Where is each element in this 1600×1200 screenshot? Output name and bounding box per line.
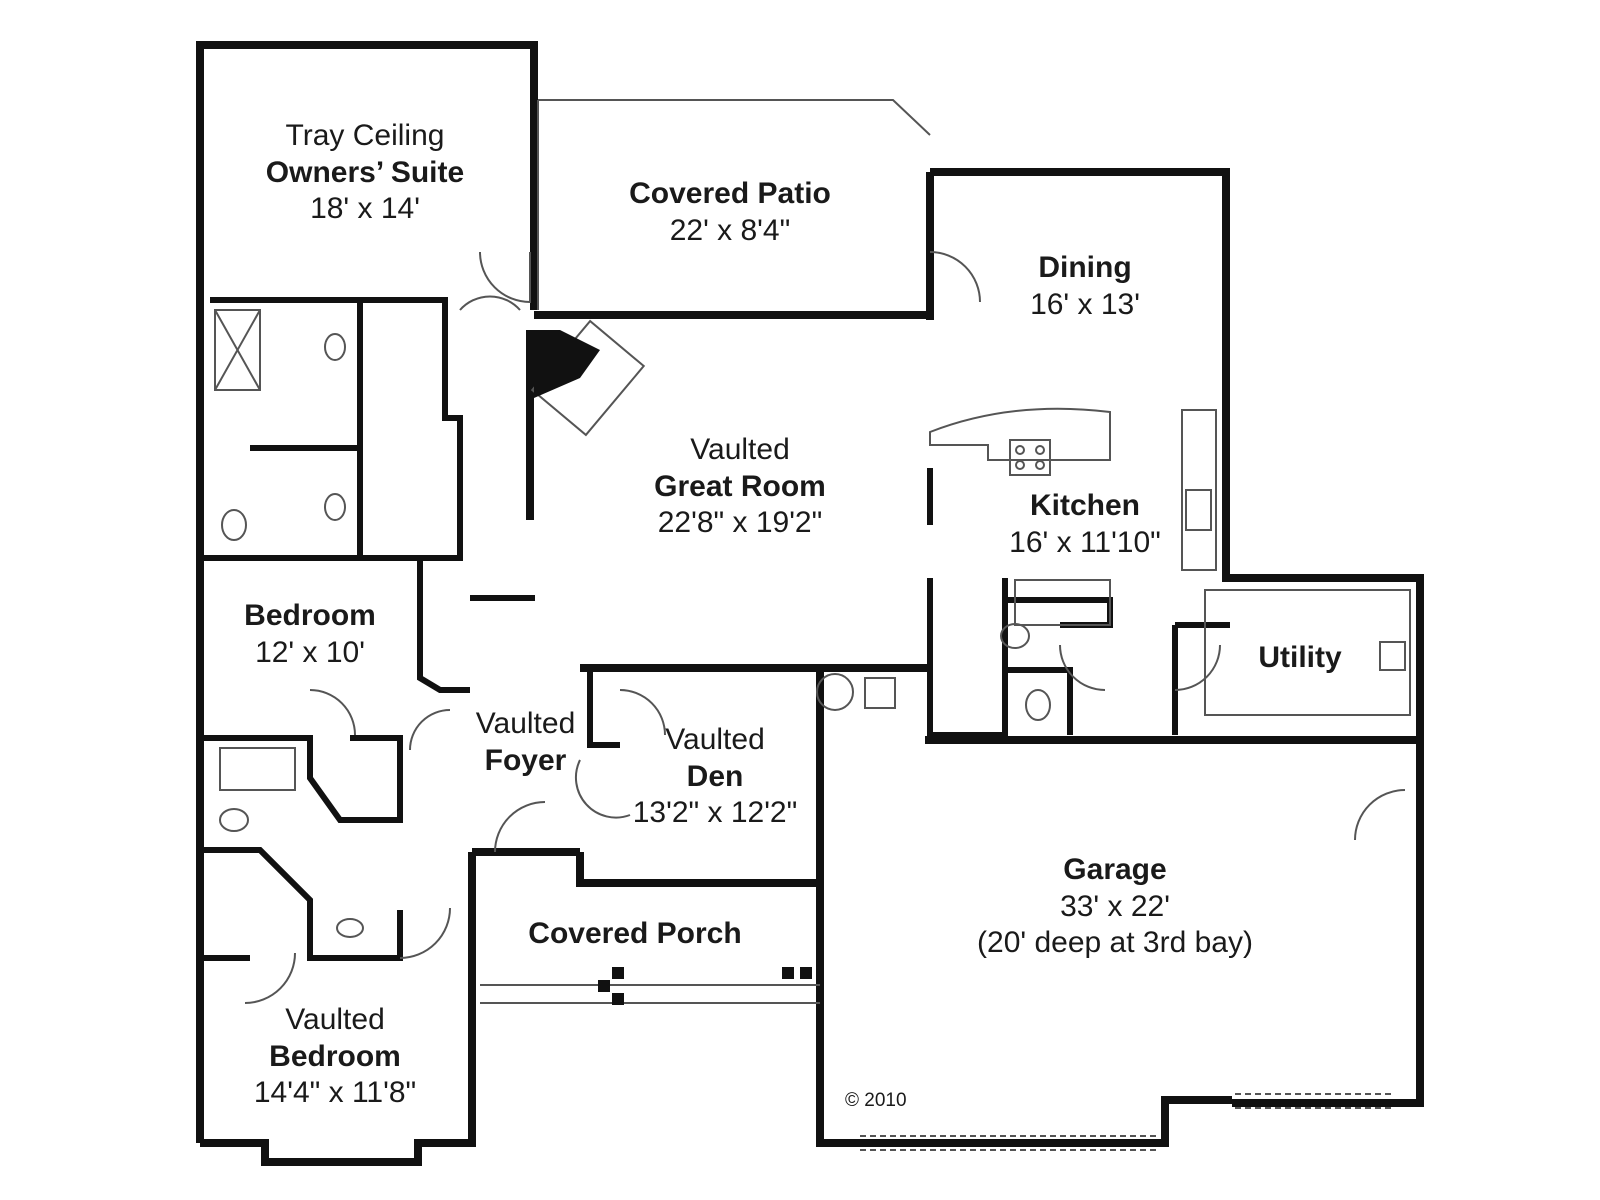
vaulted-bedroom-note: Vaulted	[285, 1003, 385, 1036]
bedroom-size: 12' x 10'	[255, 635, 365, 669]
bedroom-label: Bedroom 12' x 10'	[225, 598, 395, 671]
owners-suite-note: Tray Ceiling	[285, 119, 445, 152]
kitchen-size: 16' x 11'10"	[1009, 525, 1161, 559]
garage-note: (20' deep at 3rd bay)	[977, 926, 1253, 960]
foyer-label: Vaulted Foyer	[468, 706, 583, 779]
foyer-note: Vaulted	[475, 707, 576, 740]
owners-suite-size: 18' x 14'	[310, 192, 420, 226]
den-size: 13'2" x 12'2"	[632, 796, 798, 830]
great-room-name: Great Room	[654, 469, 826, 503]
interior-walls	[200, 297, 1230, 961]
door-swings	[244, 251, 1406, 1004]
great-room-size: 22'8" x 19'2"	[657, 506, 823, 540]
garage-name: Garage	[1063, 853, 1167, 886]
bedroom-name: Bedroom	[244, 599, 376, 632]
covered-porch-label: Covered Porch	[510, 916, 760, 953]
garage-size: 33' x 22'	[1060, 889, 1170, 923]
utility-name: Utility	[1258, 641, 1342, 674]
covered-patio-size: 22' x 8'4"	[669, 213, 791, 247]
foyer-name: Foyer	[484, 743, 567, 777]
vaulted-bedroom-size: 14'4" x 11'8"	[253, 1076, 417, 1110]
dining-label: Dining 16' x 13'	[995, 250, 1175, 323]
utility-label: Utility	[1235, 640, 1365, 677]
covered-patio-label: Covered Patio 22' x 8'4"	[600, 176, 860, 249]
exterior-walls	[196, 41, 1424, 1166]
copyright-text: © 2010	[845, 1090, 907, 1111]
den-name: Den	[686, 759, 744, 793]
dining-name: Dining	[1038, 251, 1132, 284]
garage-doors	[860, 1093, 1395, 1151]
covered-patio-name: Covered Patio	[629, 177, 831, 210]
den-label: Vaulted Den 13'2" x 12'2"	[630, 722, 800, 832]
vaulted-bedroom-name: Bedroom	[269, 1039, 401, 1073]
covered-porch-name: Covered Porch	[528, 917, 742, 950]
owners-suite-label: Tray Ceiling Owners’ Suite 18' x 14'	[235, 118, 495, 228]
great-room-note: Vaulted	[690, 433, 790, 466]
vaulted-bedroom-label: Vaulted Bedroom 14'4" x 11'8"	[240, 1002, 430, 1112]
garage-label: Garage 33' x 22' (20' deep at 3rd bay)	[960, 852, 1270, 962]
porch-posts	[534, 330, 812, 1005]
owners-suite-name: Owners’ Suite	[265, 155, 465, 189]
great-room-label: Vaulted Great Room 22'8" x 19'2"	[610, 432, 870, 542]
den-note: Vaulted	[665, 723, 765, 756]
dining-size: 16' x 13'	[1030, 287, 1140, 321]
kitchen-name: Kitchen	[1029, 489, 1140, 522]
kitchen-label: Kitchen 16' x 11'10"	[985, 488, 1185, 561]
